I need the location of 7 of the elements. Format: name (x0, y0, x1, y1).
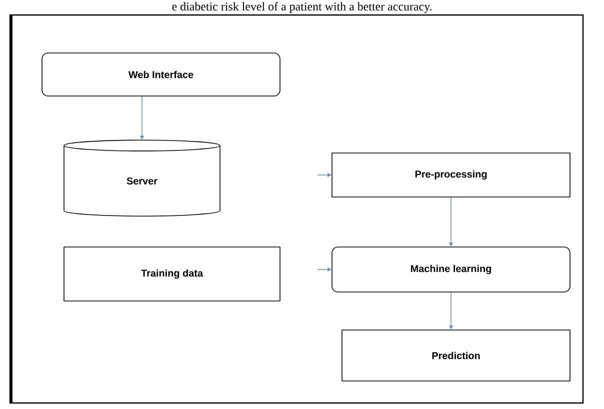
process-box: Training data (64, 246, 280, 302)
process-box: Pre-processing (332, 152, 570, 198)
body-text: e diabetic risk level of a patient with a better accuracy. (172, 2, 432, 13)
process-box: Prediction (342, 330, 570, 382)
process-box: Web Interface (42, 52, 280, 96)
process-box: Machine learning (332, 246, 570, 292)
database-cylinder: Server (64, 140, 220, 216)
